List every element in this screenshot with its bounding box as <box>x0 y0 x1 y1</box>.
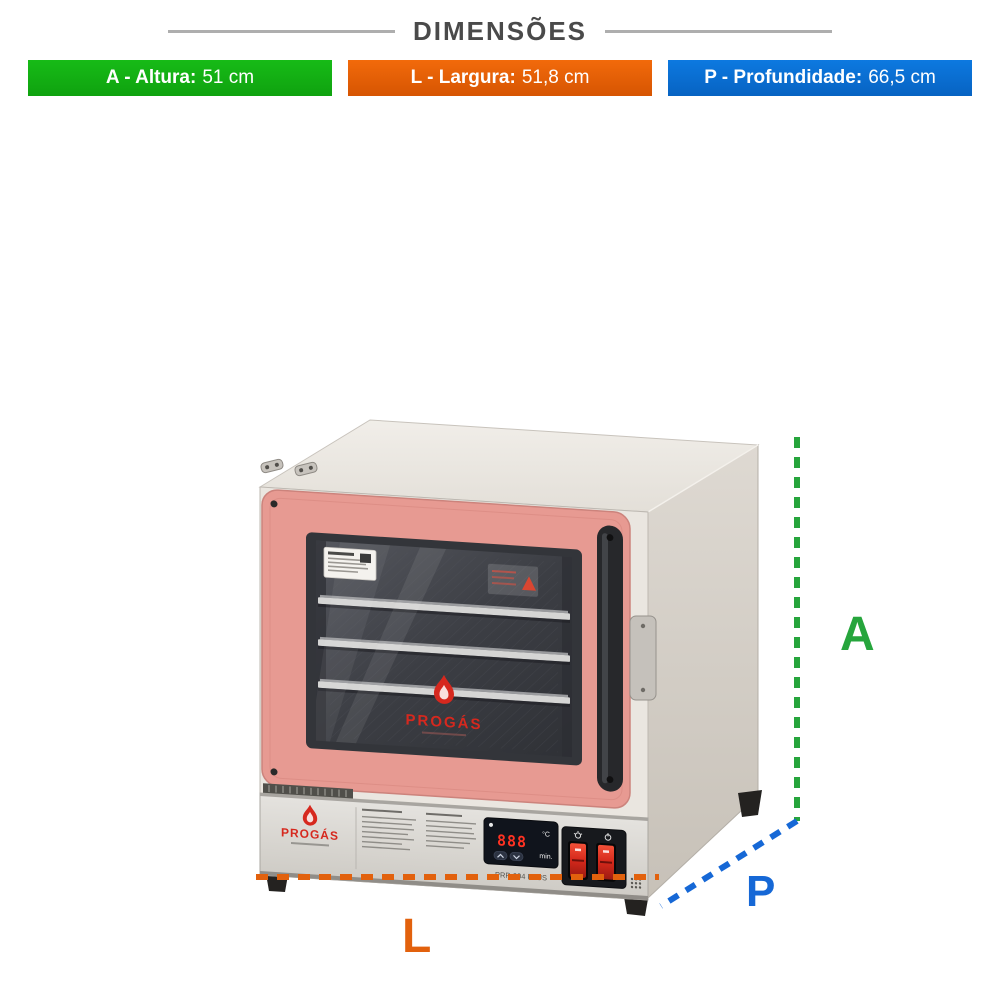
banner-largura-value: 51,8 cm <box>521 67 590 88</box>
title-rule-right <box>605 30 832 33</box>
flame-icon <box>434 674 454 704</box>
panel-brand-text: PROGÁS <box>281 824 339 843</box>
door-handle <box>597 525 623 792</box>
vent-slots <box>263 783 353 799</box>
display-led <box>489 822 493 827</box>
display-unit-temp: °C <box>542 830 550 838</box>
banner-altura-value: 51 cm <box>202 67 255 88</box>
glass-brand-text: PROGÁS <box>406 711 483 733</box>
banner-profundidade-label: P - Profundidade: <box>704 67 863 88</box>
banner-largura-label: L - Largura: <box>410 67 516 88</box>
width-dimension-label: L <box>402 910 431 963</box>
banner-profundidade-value: 66,5 cm <box>868 67 936 88</box>
display-unit-time: min. <box>539 853 552 861</box>
banner-largura: L - Largura: 51,8 cm <box>348 60 652 96</box>
power-icon <box>604 833 612 841</box>
glass-reflection-2 <box>336 547 446 744</box>
dimension-annotations: A P L <box>256 437 875 963</box>
height-dimension-label: A <box>840 608 875 661</box>
page-title: DIMENSÕES <box>412 16 588 46</box>
side-latch-plate <box>629 615 657 701</box>
title-row: DIMENSÕES <box>168 16 832 47</box>
banner-altura: A - Altura: 51 cm <box>28 60 332 96</box>
glass-reflection <box>316 542 390 742</box>
dimension-banners: A - Altura: 51 cm L - Largura: 51,8 cm P… <box>0 60 1000 96</box>
warning-sticker <box>488 563 538 597</box>
control-panel: PROGÁS <box>259 792 649 901</box>
oven-side-face <box>647 444 759 900</box>
top-right-edge-highlight <box>647 444 759 513</box>
display-digits: 888 <box>497 831 527 851</box>
door-hinges <box>260 458 318 477</box>
switch-panel <box>561 826 627 889</box>
title-rule-left <box>168 30 395 33</box>
banner-altura-label: A - Altura: <box>105 67 197 88</box>
panel-brand-logo: PROGÁS <box>281 804 339 847</box>
glass-brand-logo: PROGÁS <box>406 674 483 737</box>
door-screws <box>270 500 278 776</box>
lamp-icon <box>573 830 583 839</box>
depth-dimension-label: P <box>746 867 775 916</box>
light-rocker-switch[interactable] <box>568 841 588 880</box>
oven-front-face: PROGÁS <box>259 486 649 901</box>
panel-brand-tagline <box>291 841 329 847</box>
flame-icon <box>302 804 318 826</box>
power-rocker-switch[interactable] <box>596 842 616 882</box>
banner-profundidade: P - Profundidade: 66,5 cm <box>668 60 972 96</box>
panel-instructions-text <box>362 808 476 851</box>
header: DIMENSÕES A - Altura: 51 cm L - Largura:… <box>0 0 1000 96</box>
display-down-button[interactable] <box>509 851 524 862</box>
vent-grid-icon <box>630 877 642 889</box>
display-up-button[interactable] <box>493 850 508 861</box>
oven: PROGÁS <box>258 419 762 916</box>
safety-sticker <box>323 546 377 581</box>
depth-dimension-line <box>659 818 799 909</box>
oven-door: PROGÁS <box>261 489 631 809</box>
glass-brand-tagline <box>422 731 466 737</box>
temperature-display: 888 °C min. <box>483 817 559 869</box>
